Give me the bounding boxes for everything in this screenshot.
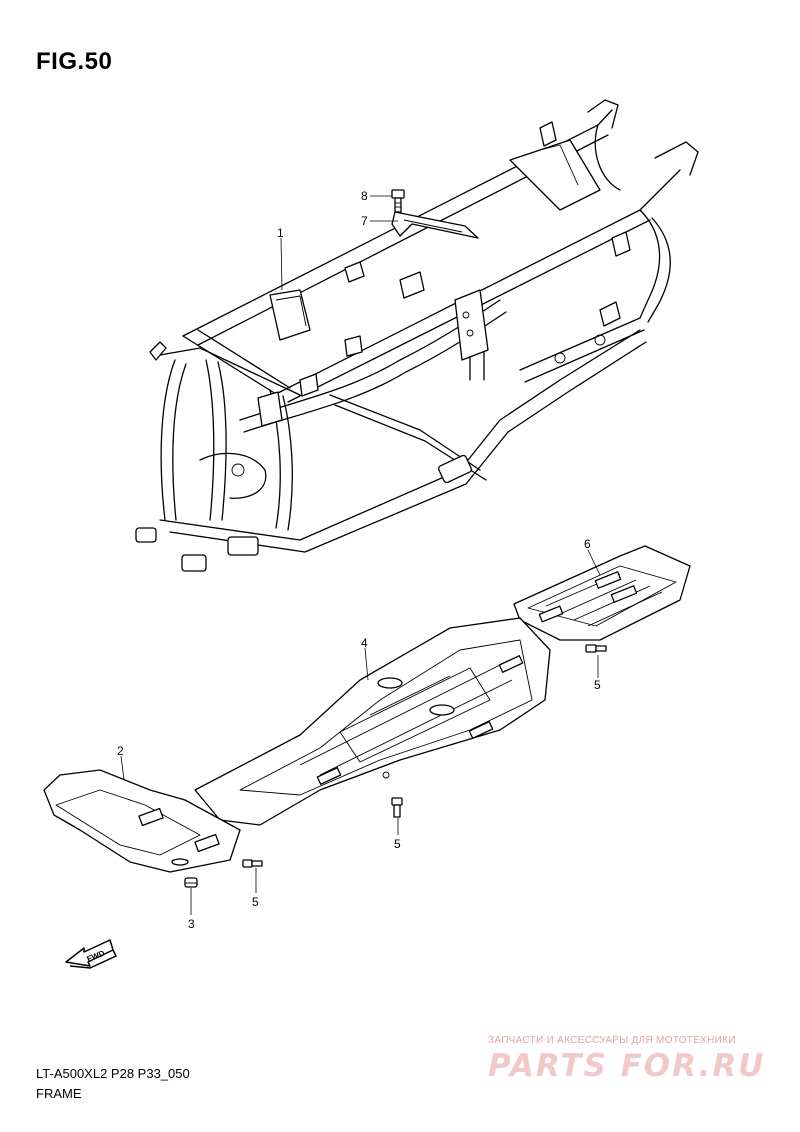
rear-footrest-part-6[interactable] <box>513 545 691 641</box>
callout-1: 1 <box>277 226 284 240</box>
model-code: LT-A500XL2 P28 P33_050 <box>36 1066 190 1081</box>
callout-6: 6 <box>584 537 591 551</box>
bolt-part-5-center[interactable] <box>391 797 403 818</box>
figure-title: FIG.50 <box>36 48 113 75</box>
main-frame-part-1[interactable] <box>135 99 699 572</box>
callout-4: 4 <box>361 636 368 650</box>
skid-plate-part-2[interactable] <box>43 769 241 873</box>
fwd-arrow-icon: FWD <box>65 939 118 969</box>
bolt-part-5-front[interactable] <box>242 859 263 868</box>
section-name: FRAME <box>36 1086 82 1101</box>
watermark-logo: PARTS FOR.RU <box>488 1048 766 1084</box>
floor-plate-part-4[interactable] <box>194 617 551 826</box>
bolt-part-5-rear[interactable] <box>585 644 607 653</box>
callout-5-front: 5 <box>252 895 259 909</box>
bolt-part-8[interactable] <box>391 189 405 213</box>
callout-2: 2 <box>117 744 124 758</box>
callout-5-center: 5 <box>394 837 401 851</box>
callout-3: 3 <box>188 917 195 931</box>
callout-5-rear: 5 <box>594 678 601 692</box>
leader-lines <box>120 195 601 915</box>
callout-7: 7 <box>361 214 368 228</box>
callout-8: 8 <box>361 189 368 203</box>
watermark-tagline: ЗАПЧАСТИ И АКСЕССУАРЫ ДЛЯ МОТОТЕХНИКИ <box>488 1035 736 1046</box>
nut-part-3[interactable] <box>184 877 198 888</box>
bracket-part-7[interactable] <box>391 211 479 239</box>
